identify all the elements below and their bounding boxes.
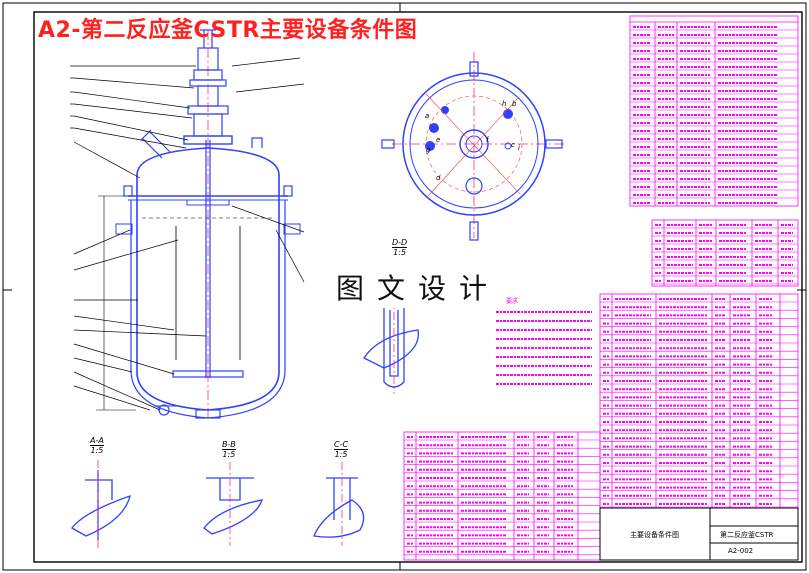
title-block-drawing-number: A2-002 [728,547,754,555]
design-data-table [629,15,799,207]
title-block-drawing-name: 主要设备条件图 [630,531,679,539]
parts-list-left-rows [404,439,600,556]
view-label-aa: A-A 1:5 [90,436,104,455]
view-label-dd-scale: 1:5 [393,248,407,257]
view-label-cc-scale: 1:5 [334,450,348,459]
plan-nozzle-label: i [518,144,520,152]
view-label-bb: B-B 1:5 [222,440,236,459]
plan-nozzle-label: h [502,100,506,108]
view-label-aa-name: A-A [90,436,104,446]
view-label-cc-name: C-C [334,440,349,450]
section-view-aa [71,460,131,548]
technical-notes-lines [496,311,592,385]
plan-view [381,52,566,241]
parts-list-left [403,431,601,561]
view-label-aa-scale: 1:5 [90,446,104,455]
parts-list-left-entries [407,436,573,553]
plan-nozzle-label: d [436,174,441,182]
parts-list-right-rows [600,301,798,508]
plan-nozzle-label: f [486,136,490,144]
plan-nozzle-label: a [425,112,429,120]
nozzle-table-entries [655,224,793,282]
section-view-cc [313,462,365,546]
nozzle-table [651,219,799,287]
view-label-dd: D-D 1:5 [392,238,408,257]
plan-nozzle-label: b [512,100,517,108]
plan-view-nozzle-labels: a b c d e f g h i [425,100,520,182]
section-view-dd [363,296,419,394]
section-view-bb [203,462,263,546]
view-label-cc: C-C 1:5 [334,440,349,459]
title-block-equipment-name: 第二反应釜CSTR [720,531,774,539]
drawing-title: A2-第二反应釜CSTR主要设备条件图 [38,18,418,43]
plan-nozzle-label: e [436,136,440,144]
parts-list-right-entries [603,298,773,505]
cut-mark-icon [3,3,806,570]
parts-list-right [599,293,799,509]
watermark: 图文设计 [328,270,507,308]
nozzle-table-rows [652,227,798,285]
vessel-elevation [70,29,305,420]
view-label-bb-name: B-B [222,440,236,450]
design-data-entries [633,26,778,204]
plan-nozzle-label: g [426,146,431,154]
view-label-bb-scale: 1:5 [222,450,236,459]
plan-nozzle-label: c [511,141,515,149]
title-block [599,507,799,561]
view-label-dd-name: D-D [392,238,408,248]
technical-notes [487,303,599,395]
design-data-rows [630,29,798,199]
